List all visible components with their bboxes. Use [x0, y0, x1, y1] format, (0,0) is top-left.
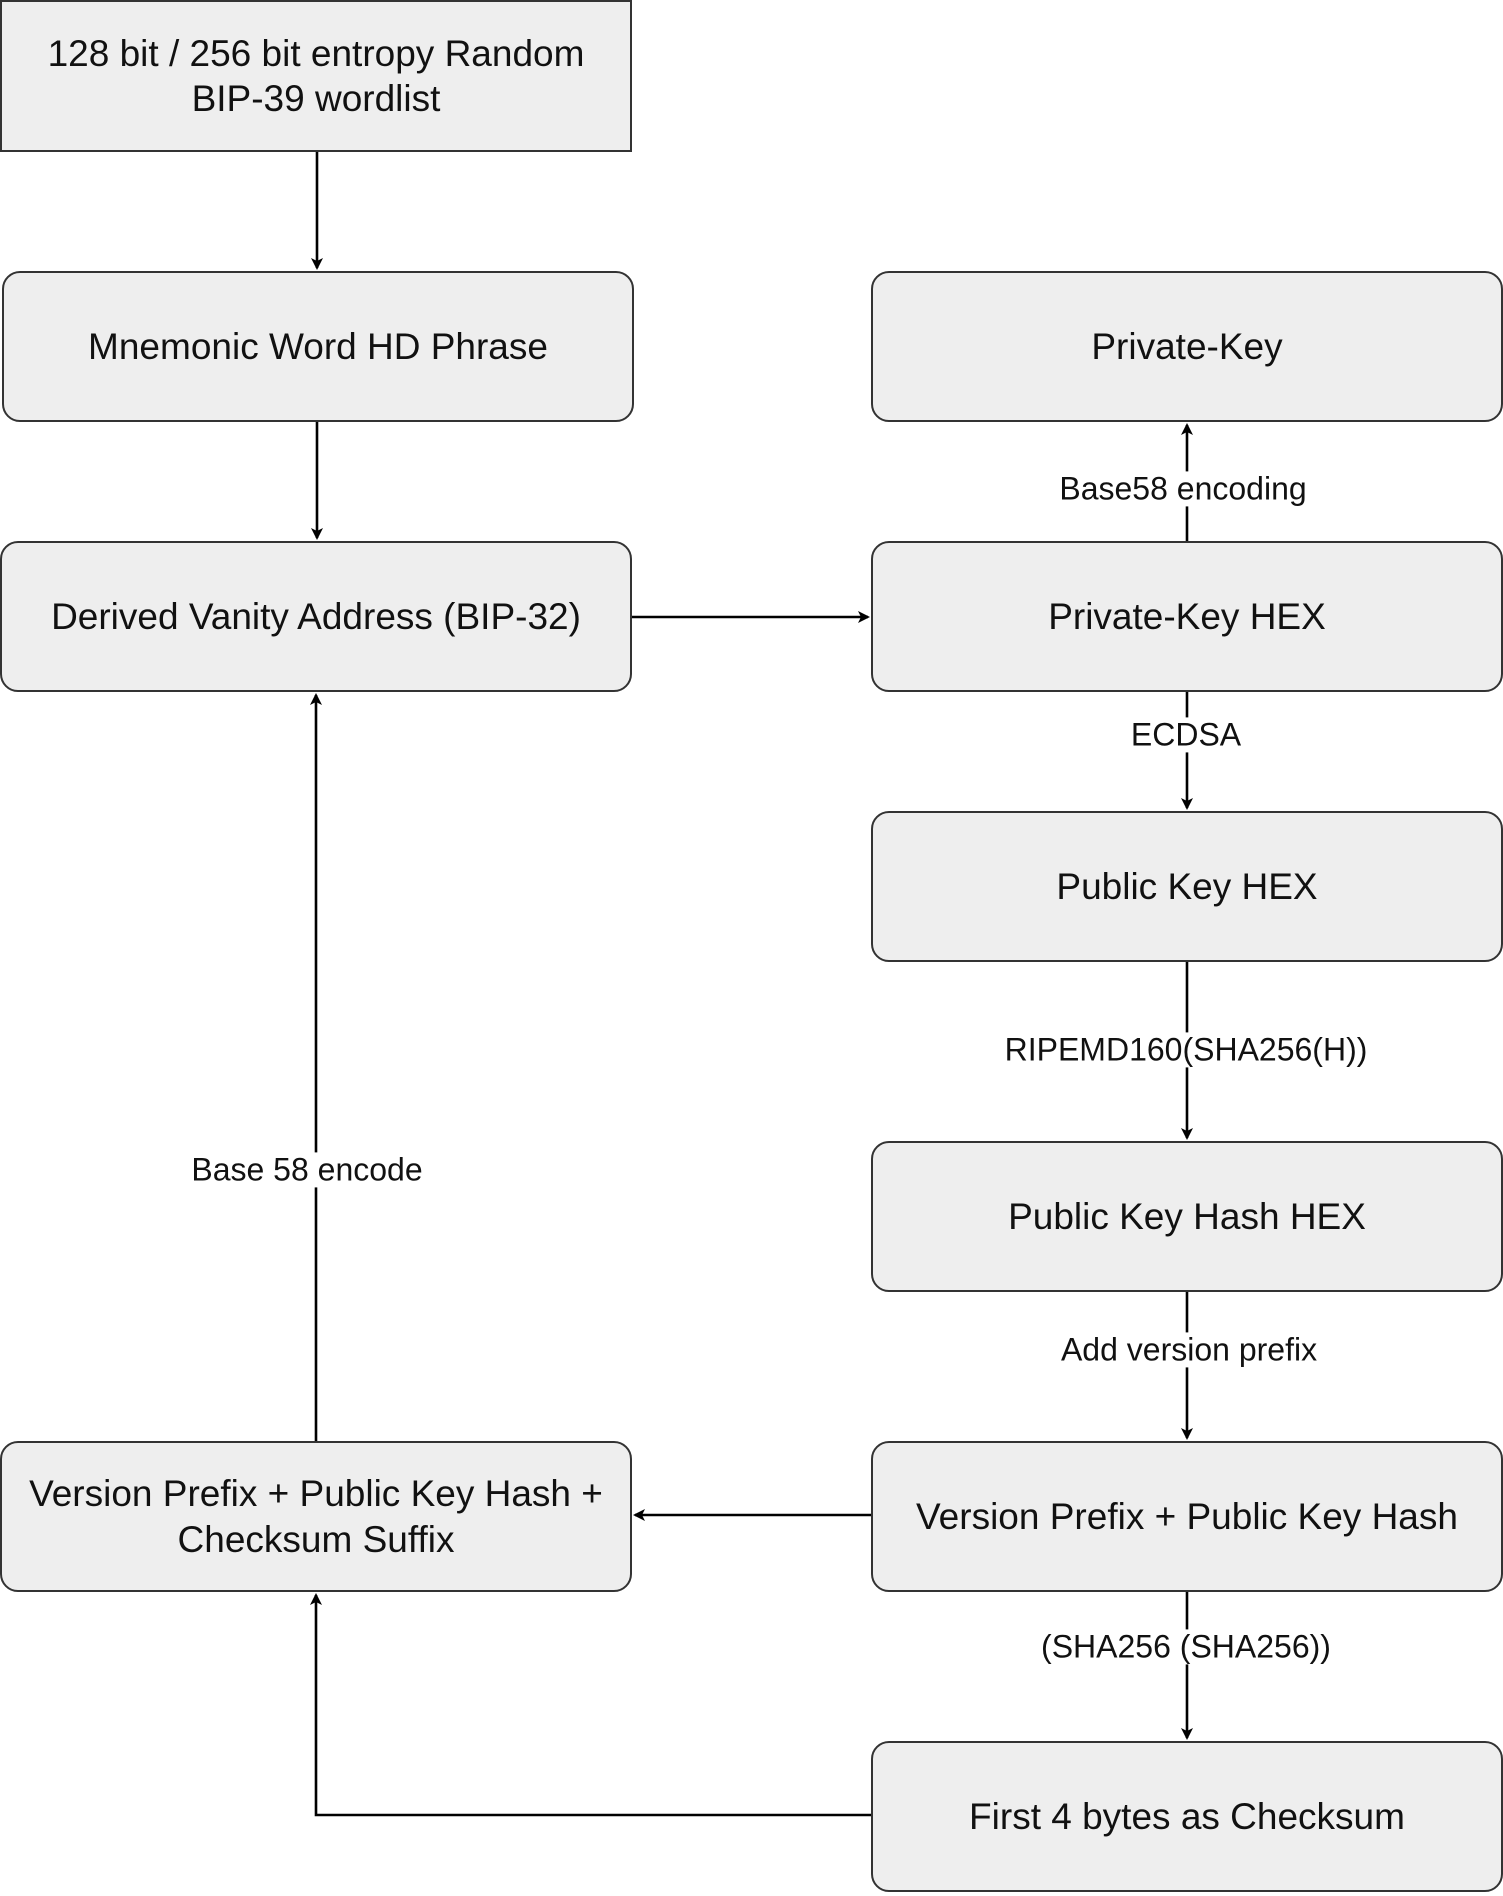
- label-ripemd: RIPEMD160(SHA256(H)): [1001, 1032, 1371, 1068]
- entropy-line-1: 128 bit / 256 bit entropy Random: [47, 32, 585, 74]
- private-key-label: Private-Key: [1091, 325, 1283, 367]
- version-full-line-1: Version Prefix + Public Key Hash +: [29, 1473, 603, 1515]
- label-add-version: Add version prefix: [1057, 1332, 1321, 1368]
- label-ecdsa: ECDSA: [1127, 717, 1245, 753]
- label-base58-encoding: Base58 encoding: [1056, 471, 1310, 507]
- mnemonic-label: Mnemonic Word HD Phrase: [88, 325, 548, 367]
- version-full-node: Version Prefix + Public Key Hash +Checks…: [0, 1441, 632, 1592]
- version-prefix-hash-label: Version Prefix + Public Key Hash: [916, 1495, 1458, 1537]
- derived-address-label: Derived Vanity Address (BIP-32): [51, 595, 581, 637]
- label-base58-encode: Base 58 encode: [188, 1152, 426, 1188]
- version-prefix-hash-node: Version Prefix + Public Key Hash: [871, 1441, 1503, 1592]
- checksum-label: First 4 bytes as Checksum: [969, 1795, 1405, 1837]
- public-key-hash-hex-label: Public Key Hash HEX: [1008, 1195, 1366, 1237]
- private-key-hex-label: Private-Key HEX: [1048, 595, 1326, 637]
- mnemonic-node: Mnemonic Word HD Phrase: [2, 271, 634, 422]
- public-key-hex-label: Public Key HEX: [1056, 865, 1318, 907]
- entropy-line-2: BIP-39 wordlist: [191, 78, 441, 119]
- label-double-sha: (SHA256 (SHA256)): [1038, 1629, 1334, 1665]
- private-key-hex-node: Private-Key HEX: [871, 541, 1503, 692]
- edge-checksum-to-full: [310, 1593, 871, 1817]
- public-key-hash-hex-node: Public Key Hash HEX: [871, 1141, 1503, 1292]
- version-full-line-2: Checksum Suffix: [177, 1518, 455, 1560]
- derived-address-node: Derived Vanity Address (BIP-32): [0, 541, 632, 692]
- private-key-node: Private-Key: [871, 271, 1503, 422]
- public-key-hex-node: Public Key HEX: [871, 811, 1503, 962]
- checksum-node: First 4 bytes as Checksum: [871, 1741, 1503, 1892]
